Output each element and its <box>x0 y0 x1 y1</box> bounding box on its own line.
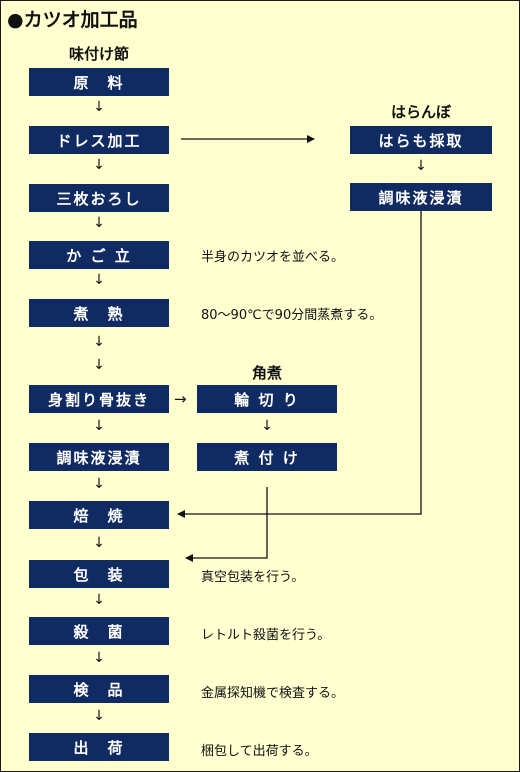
note-kenpin: 金属探知機で検査する。 <box>201 686 345 701</box>
step-sanmai-oroshi: 三枚おろし <box>29 184 169 212</box>
down-arrow: ↓ <box>93 650 105 666</box>
down-arrow: ↓ <box>93 418 105 434</box>
step-miwari-honenuki: 身割り骨抜き <box>29 385 169 413</box>
note-kagodachi: 半身のカツオを並べる。 <box>201 250 345 265</box>
down-arrow: ↓ <box>93 476 105 492</box>
step-haramo-saishu: はらも採取 <box>350 126 492 154</box>
branch-label-main: 味付け節 <box>68 45 129 63</box>
step-genryou: 原 料 <box>29 68 169 96</box>
note-sakkin: レトルト殺菌を行う。 <box>201 628 331 643</box>
down-arrow: ↓ <box>93 334 105 350</box>
down-arrow: ↓ <box>93 708 105 724</box>
down-arrow: ↓ <box>93 157 105 173</box>
step-sakkin: 殺 菌 <box>29 617 169 645</box>
step-kagodachi: か ご 立 <box>29 241 169 269</box>
right-arrow: → <box>174 390 187 408</box>
step-nijuku: 煮 熟 <box>29 299 169 327</box>
down-arrow: ↓ <box>93 272 105 288</box>
down-arrow: ↓ <box>93 592 105 608</box>
page-title: ●カツオ加工品 <box>7 9 138 31</box>
step-baishou: 焙 焼 <box>29 501 169 529</box>
connector-nitsuke-to-housou <box>185 487 268 562</box>
down-arrow: ↓ <box>93 535 105 551</box>
branch-label-kakuni: 角煮 <box>251 364 282 382</box>
step-kenpin: 検 品 <box>29 675 169 703</box>
step-shukka: 出 荷 <box>29 733 169 761</box>
step-harambo-choumieki: 調味液浸漬 <box>350 183 492 211</box>
down-arrow: ↓ <box>261 418 273 434</box>
note-housou: 真空包装を行う。 <box>201 570 305 585</box>
step-wagiri: 輪 切 り <box>197 385 337 413</box>
step-choumieki-shinseki: 調味液浸漬 <box>29 443 169 471</box>
step-nitsuke: 煮 付 け <box>197 443 337 471</box>
note-nijuku: 80～90℃で90分間蒸煮する。 <box>201 308 383 323</box>
branch-label-harambo: はらんぼ <box>390 103 451 121</box>
down-arrow: ↓ <box>93 357 105 373</box>
step-dress-kakou: ドレス加工 <box>29 126 169 154</box>
down-arrow: ↓ <box>93 215 105 231</box>
down-arrow: ↓ <box>415 158 427 174</box>
down-arrow: ↓ <box>93 99 105 115</box>
step-housou: 包 装 <box>29 560 169 588</box>
note-shukka: 梱包して出荷する。 <box>201 744 318 759</box>
